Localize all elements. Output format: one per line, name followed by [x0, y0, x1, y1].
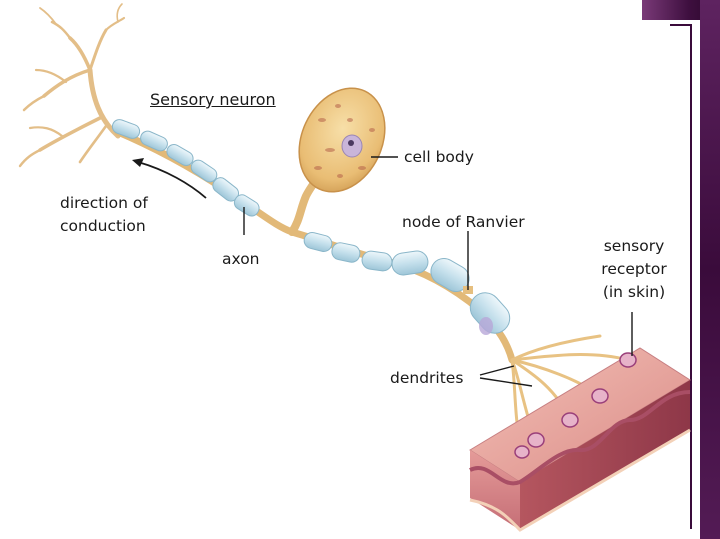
diagram-title: Sensory neuron — [150, 90, 276, 109]
label-cell-body: cell body — [404, 148, 474, 166]
leader-lines — [243, 156, 633, 387]
label-node-of-ranvier: node of Ranvier — [402, 213, 525, 231]
label-receptor-line2: receptor — [601, 260, 667, 278]
cell-nucleus — [341, 134, 363, 158]
cell-body-organelles — [314, 104, 375, 178]
nucleolus — [348, 140, 354, 146]
frame-line — [690, 24, 692, 529]
label-direction-line2: conduction — [60, 217, 146, 235]
frame-line-top — [670, 24, 692, 26]
label-receptor-line1: sensory — [603, 237, 665, 255]
myelin-sheath — [111, 119, 511, 334]
axon-terminal-branches — [18, 3, 126, 168]
direction-arrowhead — [132, 158, 144, 167]
label-direction-line1: direction of — [60, 194, 148, 212]
sensory-receptors — [514, 352, 637, 459]
label-axon: axon — [222, 250, 260, 268]
cell-body-shape — [298, 87, 386, 193]
direction-arrow — [137, 161, 207, 199]
accent-bar-right — [700, 0, 720, 539]
label-receptor-line3: (in skin) — [602, 283, 666, 301]
schwann-nucleus — [479, 317, 493, 335]
label-dendrites: dendrites — [390, 369, 464, 387]
skin-block — [469, 347, 691, 532]
